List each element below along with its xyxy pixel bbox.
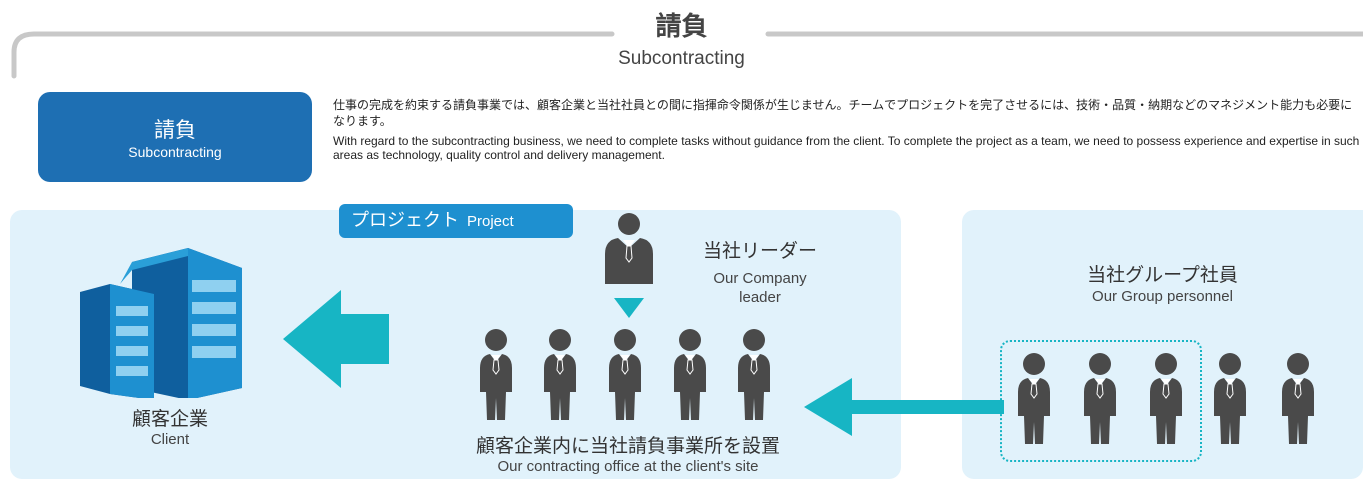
person-icon: [1281, 352, 1315, 445]
building-icon: [80, 248, 242, 398]
page-subtitle: Subcontracting: [618, 48, 745, 69]
description-jp: 仕事の完成を約束する請負事業では、顧客企業と当社社員との間に指揮命令関係が生じま…: [333, 98, 1353, 128]
description: 仕事の完成を約束する請負事業では、顧客企業と当社社員との間に指揮命令関係が生じま…: [333, 97, 1361, 162]
person-icon: [1083, 352, 1117, 445]
leader-person-icon: [605, 213, 653, 284]
person-icon: [1149, 352, 1183, 445]
person-icon: [479, 328, 513, 421]
subcontracting-badge: 請負 Subcontracting: [38, 92, 312, 182]
page-title: 請負: [655, 12, 708, 42]
person-icon: [543, 328, 577, 421]
client-label-jp: 顧客企業: [131, 408, 208, 430]
leader-label-en-2: leader: [739, 289, 781, 306]
leader-label-en-1: Our Company: [713, 270, 807, 287]
badge-title-en: Subcontracting: [128, 144, 222, 160]
dotted-selection: [1000, 340, 1202, 462]
group-personnel: [1017, 352, 1315, 445]
project-tag-en: Project: [467, 213, 514, 230]
person-icon: [737, 328, 771, 421]
person-icon: [608, 328, 642, 421]
office-label-en: Our contracting office at the client's s…: [497, 458, 759, 475]
person-icon: [1213, 352, 1247, 445]
client-label-en: Client: [150, 431, 190, 448]
group-label-jp: 当社グループ社員: [1087, 264, 1238, 286]
team-group: [479, 328, 771, 421]
leader-label-jp: 当社リーダー: [702, 240, 817, 262]
person-icon: [1017, 352, 1051, 445]
office-label-jp: 顧客企業内に当社請負事業所を設置: [475, 435, 780, 457]
arrow-left-icon: [283, 290, 389, 388]
project-tag-jp: プロジェクト: [351, 210, 459, 231]
project-tag: プロジェクト Project: [339, 204, 573, 238]
group-label-en: Our Group personnel: [1092, 288, 1233, 305]
description-en: With regard to the subcontracting busine…: [333, 134, 1360, 162]
arrow-left-icon: [804, 378, 1004, 436]
person-icon: [673, 328, 707, 421]
triangle-down-icon: [614, 298, 644, 318]
badge-title-jp: 請負: [154, 118, 196, 142]
